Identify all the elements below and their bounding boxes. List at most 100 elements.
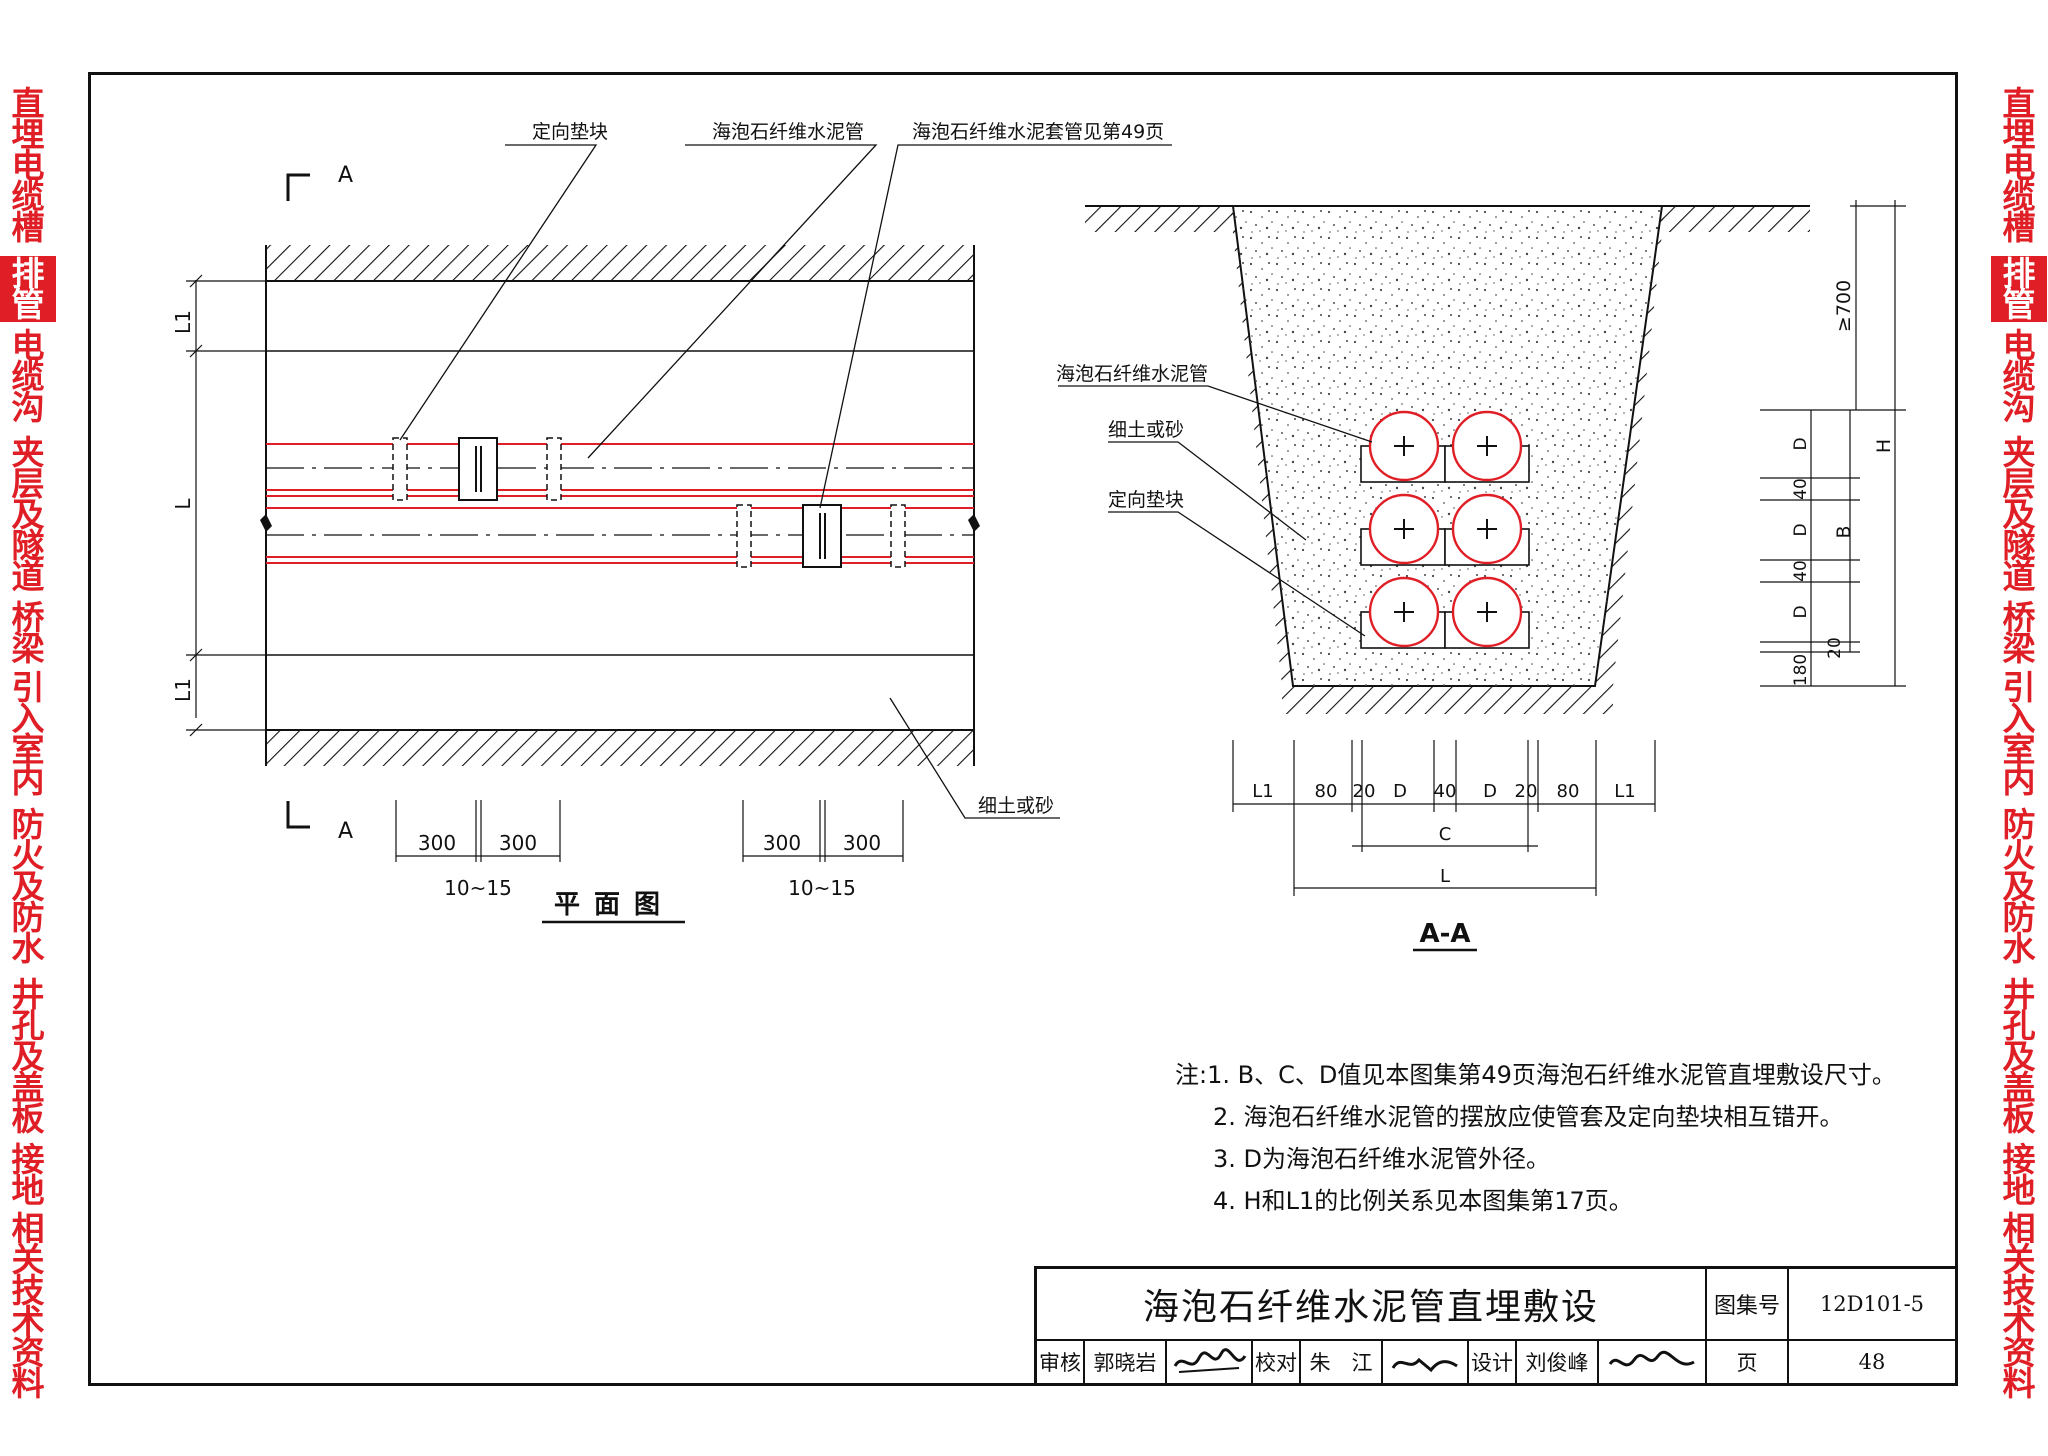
dim-c: C [1439, 824, 1452, 845]
plan-block [736, 504, 752, 568]
review-label: 审核 [1037, 1341, 1085, 1383]
side-index-tab[interactable]: 电缆沟 [0, 324, 56, 430]
side-index-tab[interactable]: 夹层及隧道 [1991, 430, 2047, 600]
plan-view [186, 144, 1172, 924]
note-line: 3. D为海泡石纤维水泥管外径。 [1213, 1145, 1551, 1173]
title-block: 海泡石纤维水泥管直埋敷设 图集号 12D101-5 审核 郭晓岩 校对 朱 江 … [1034, 1266, 1958, 1386]
plan-block [890, 504, 906, 568]
plan-dim-gap: 10~15 [788, 876, 856, 900]
side-index-tab-label: 电缆沟 [2002, 325, 2036, 427]
side-index-tab-label: 防火及防水 [2002, 804, 2036, 968]
atlas-no-label: 图集号 [1707, 1269, 1789, 1341]
plan-dim-l1-bottom: L1 [171, 678, 195, 702]
design-label: 设计 [1469, 1341, 1517, 1383]
section-callout-pipe: 海泡石纤维水泥管 [1056, 363, 1208, 385]
side-index-tab-label: 排管 [2002, 254, 2036, 324]
plan-pipe-lines [266, 443, 974, 564]
side-index-tab[interactable]: 桥梁 [0, 600, 56, 668]
side-index-tab-label: 引入室内 [2002, 668, 2036, 800]
side-index-tab[interactable]: 防火及防水 [1991, 802, 2047, 972]
side-index-tab[interactable]: 井孔及盖板 [1991, 972, 2047, 1142]
dim-40: 40 [1434, 781, 1457, 802]
dim-d-right: D [1483, 781, 1497, 802]
side-index-tab[interactable]: 夹层及隧道 [0, 430, 56, 600]
plan-block [392, 437, 408, 501]
drawing-frame [88, 72, 1958, 1386]
side-index-tab[interactable]: 桥梁 [1991, 600, 2047, 668]
side-index-tab[interactable]: 排管 [0, 256, 56, 324]
side-index-tab-label: 桥梁 [11, 598, 45, 668]
notes: 注:1. B、C、D值见本图集第49页海泡石纤维水泥管直埋敷设尺寸。 2. 海泡… [1175, 1054, 1896, 1222]
reviewer-signature [1167, 1341, 1253, 1383]
plan-dim-300: 300 [418, 831, 456, 855]
side-index-tab-label: 接地 [2002, 1140, 2036, 1210]
side-index-tab-label: 相关技术资料 [11, 1209, 45, 1403]
dim-d: D [1791, 437, 1811, 450]
side-index-tab[interactable]: 相关技术资料 [0, 1210, 56, 1404]
note-line: 2. 海泡石纤维水泥管的摆放应使管套及定向垫块相互错开。 [1213, 1103, 1844, 1131]
plan-view-title: 平面图 [554, 890, 674, 920]
dim-b: B [1833, 525, 1855, 538]
page-number: 48 [1858, 1350, 1886, 1374]
designer-name: 刘俊峰 [1517, 1341, 1599, 1383]
dim-d: D [1791, 523, 1811, 536]
checker-name: 朱 江 [1301, 1341, 1383, 1383]
plan-dim-300: 300 [843, 831, 881, 855]
side-index-tab[interactable]: 直埋电缆槽 [1991, 76, 2047, 256]
side-index-tab[interactable]: 引入室内 [0, 668, 56, 802]
side-index-tab[interactable]: 防火及防水 [0, 802, 56, 972]
plan-block [546, 437, 562, 501]
side-index-tab-label: 桥梁 [2002, 598, 2036, 668]
drawing-title: 海泡石纤维水泥管直埋敷设 [1037, 1269, 1707, 1341]
side-index-tab-label: 相关技术资料 [2002, 1209, 2036, 1403]
side-index-left: 直埋电缆槽排管电缆沟夹层及隧道桥梁引入室内防火及防水井孔及盖板接地相关技术资料 [0, 76, 56, 1404]
side-index-tab-label: 电缆沟 [11, 325, 45, 427]
note-line: 4. H和L1的比例关系见本图集第17页。 [1213, 1187, 1633, 1215]
dim-base: 180 [1791, 654, 1811, 686]
plan-callout-block: 定向垫块 [532, 121, 608, 143]
side-index-tab-label: 引入室内 [11, 668, 45, 800]
side-index-tab[interactable]: 排管 [1991, 256, 2047, 324]
section-mark-bottom [286, 801, 310, 829]
checker-signature [1383, 1341, 1469, 1383]
side-index-tab[interactable]: 相关技术资料 [1991, 1210, 2047, 1404]
dim-gap: 20 [1825, 637, 1845, 659]
designer-signature [1599, 1341, 1707, 1383]
section-title: A-A [1419, 919, 1470, 949]
plan-section-mark-top: A [338, 163, 353, 188]
dim-80-right: 80 [1557, 781, 1580, 802]
side-index-tab-label: 排管 [11, 254, 45, 324]
side-index-tab[interactable]: 直埋电缆槽 [0, 76, 56, 256]
plan-callout-soil: 细土或砂 [978, 795, 1054, 817]
section-callout-soil: 细土或砂 [1108, 419, 1184, 441]
side-index-tab-label: 防火及防水 [11, 804, 45, 968]
side-index-right: 直埋电缆槽排管电缆沟夹层及隧道桥梁引入室内防火及防水井孔及盖板接地相关技术资料 [1991, 76, 2047, 1404]
section-callout-block: 定向垫块 [1108, 489, 1184, 511]
side-index-tab-label: 夹层及隧道 [11, 432, 45, 596]
side-index-tab[interactable]: 井孔及盖板 [0, 972, 56, 1142]
side-index-tab[interactable]: 接地 [1991, 1142, 2047, 1210]
dim-min-cover: ≥700 [1833, 280, 1855, 332]
plan-earth-top [266, 245, 974, 281]
dim-l1-right: L1 [1614, 781, 1635, 802]
plan-dim-300: 300 [499, 831, 537, 855]
dim-d-left: D [1393, 781, 1407, 802]
plan-dim-l: L [171, 498, 195, 510]
side-index-tab[interactable]: 接地 [0, 1142, 56, 1210]
atlas-no: 12D101-5 [1789, 1269, 1955, 1341]
side-index-tab-label: 接地 [11, 1140, 45, 1210]
dim-80-left: 80 [1315, 781, 1338, 802]
plan-sleeve [458, 437, 498, 501]
plan-dim-300: 300 [763, 831, 801, 855]
side-index-tab-label: 直埋电缆槽 [2002, 83, 2036, 247]
section-view [1058, 200, 1906, 952]
side-index-tab-label: 夹层及隧道 [2002, 432, 2036, 596]
side-index-tab-label: 直埋电缆槽 [11, 83, 45, 247]
check-label: 校对 [1253, 1341, 1301, 1383]
dim-gap: 40 [1791, 478, 1811, 500]
side-index-tab[interactable]: 引入室内 [1991, 668, 2047, 802]
side-index-tab[interactable]: 电缆沟 [1991, 324, 2047, 430]
plan-dim-l1-top: L1 [171, 310, 195, 334]
plan-callout-pipe: 海泡石纤维水泥管 [712, 121, 864, 143]
